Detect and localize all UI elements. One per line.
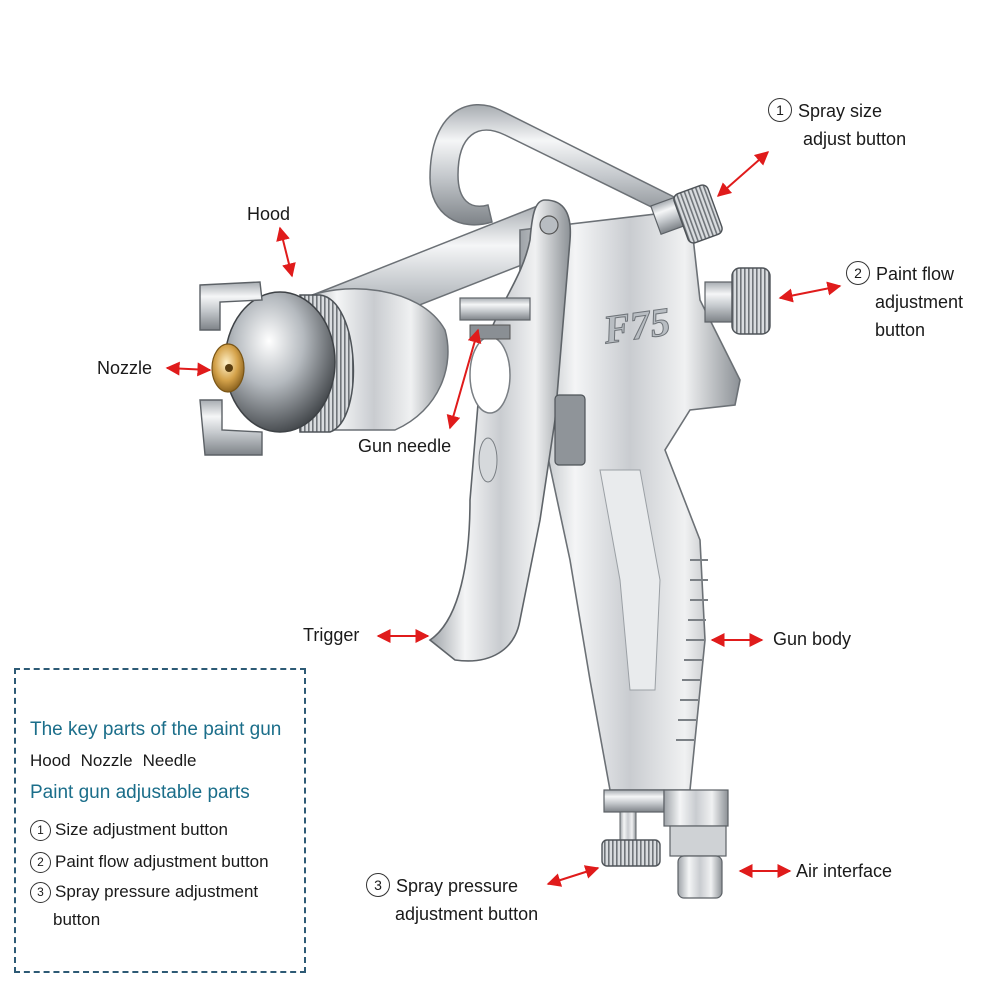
label-paint-flow: 2 Paint flow adjustment button — [846, 260, 963, 344]
trigger — [428, 199, 572, 662]
circled-number-3: 3 — [30, 882, 51, 903]
label-trigger: Trigger — [303, 625, 360, 645]
key-part-needle: Needle — [142, 751, 197, 770]
label-paint-flow-line2: adjustment — [875, 292, 964, 312]
label-paint-flow-line1: Paint flow — [876, 264, 955, 284]
label-spray-size-line2: adjust button — [803, 129, 907, 149]
spray-size-knob — [673, 184, 723, 244]
info-box — [14, 668, 306, 973]
paint-flow-knob — [731, 267, 771, 335]
label-spray-size-line1: Spray size — [798, 101, 883, 121]
label-spray-pressure-line2: adjustment button — [395, 904, 539, 924]
label-gun-needle: Gun needle — [358, 436, 452, 456]
key-parts-list: Hood Nozzle Needle — [30, 751, 206, 771]
key-part-hood: Hood — [30, 751, 71, 770]
circled-number-2: 2 — [846, 261, 870, 285]
label-spray-size: 1 Spray size adjust button — [768, 97, 906, 153]
air-fitting — [677, 855, 723, 899]
air-cap-wings — [199, 281, 263, 331]
label-spray-pressure-line1: Spray pressure — [396, 876, 519, 896]
label-air-interface: Air interface — [796, 861, 893, 881]
circled-number-1: 1 — [30, 820, 51, 841]
label-spray-pressure: 3 Spray pressure adjustment button — [366, 872, 538, 928]
adjustable-item-3-cont: button — [53, 910, 101, 929]
label-hood: Hood — [247, 204, 291, 224]
circled-number-3: 3 — [366, 873, 390, 897]
adjustable-item-1-text: Size adjustment button — [55, 820, 228, 839]
circled-number-1: 1 — [768, 98, 792, 122]
adjustable-parts-heading: Paint gun adjustable parts — [30, 782, 250, 803]
model-stamp: F75 — [600, 299, 673, 353]
grip-ridges — [676, 559, 708, 741]
circled-number-2: 2 — [30, 852, 51, 873]
key-parts-heading: The key parts of the paint gun — [30, 719, 282, 740]
adjustable-item-2-text: Paint flow adjustment button — [55, 852, 269, 871]
label-nozzle: Nozzle — [97, 358, 153, 378]
label-paint-flow-line3: button — [875, 320, 926, 340]
callout-arrows — [165, 151, 842, 887]
adjustable-item-3-text: Spray pressure adjustment — [55, 882, 259, 901]
spray-pressure-knob — [601, 839, 661, 867]
label-gun-body: Gun body — [773, 629, 852, 649]
key-part-nozzle: Nozzle — [80, 751, 133, 770]
